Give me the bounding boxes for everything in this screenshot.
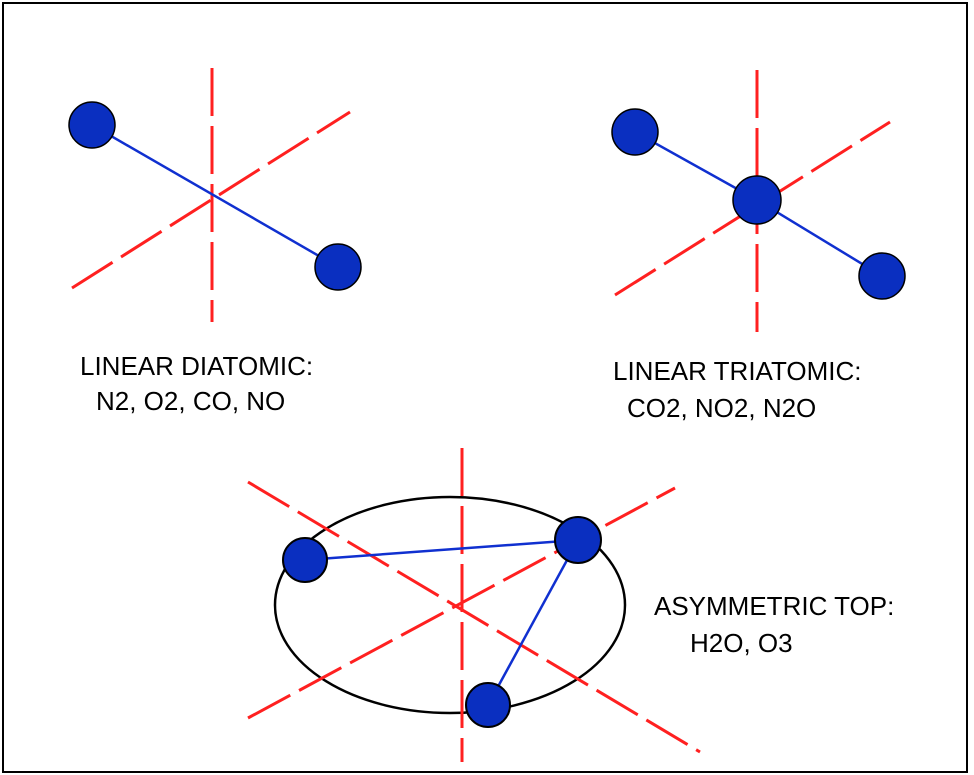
triatomic-examples: CO2, NO2, N2O	[627, 393, 817, 423]
asymmetric-examples: H2O, O3	[690, 628, 793, 658]
asymmetric-bond-top	[304, 538, 579, 562]
asymmetric-rotation-ellipse	[273, 495, 627, 715]
diatomic-bond	[91, 123, 339, 269]
asymmetric-bond-right	[486, 539, 580, 706]
asymmetric-title: ASYMMETRIC TOP:	[654, 591, 895, 621]
asymmetric-diagonal-axis-2	[247, 486, 676, 720]
triatomic-atom-center	[732, 175, 782, 225]
triatomic-title: LINEAR TRIATOMIC:	[613, 356, 862, 386]
diatomic-atom-1	[68, 101, 116, 149]
triatomic-molecule	[611, 70, 906, 332]
diatomic-molecule	[68, 68, 362, 322]
diatomic-title: LINEAR DIATOMIC:	[80, 351, 314, 381]
asymmetric-molecule	[247, 448, 701, 762]
asymmetric-atom-right	[554, 516, 602, 564]
diatomic-diagonal-axis	[71, 110, 351, 290]
asymmetric-diagonal-axis-1	[247, 480, 701, 754]
asymmetric-atom-bottom	[465, 682, 511, 728]
diatomic-examples: N2, O2, CO, NO	[96, 386, 286, 416]
triatomic-atom-left	[611, 108, 659, 156]
diatomic-atom-2	[314, 243, 362, 291]
asymmetric-atom-left	[282, 537, 328, 583]
triatomic-atom-right	[858, 252, 906, 300]
